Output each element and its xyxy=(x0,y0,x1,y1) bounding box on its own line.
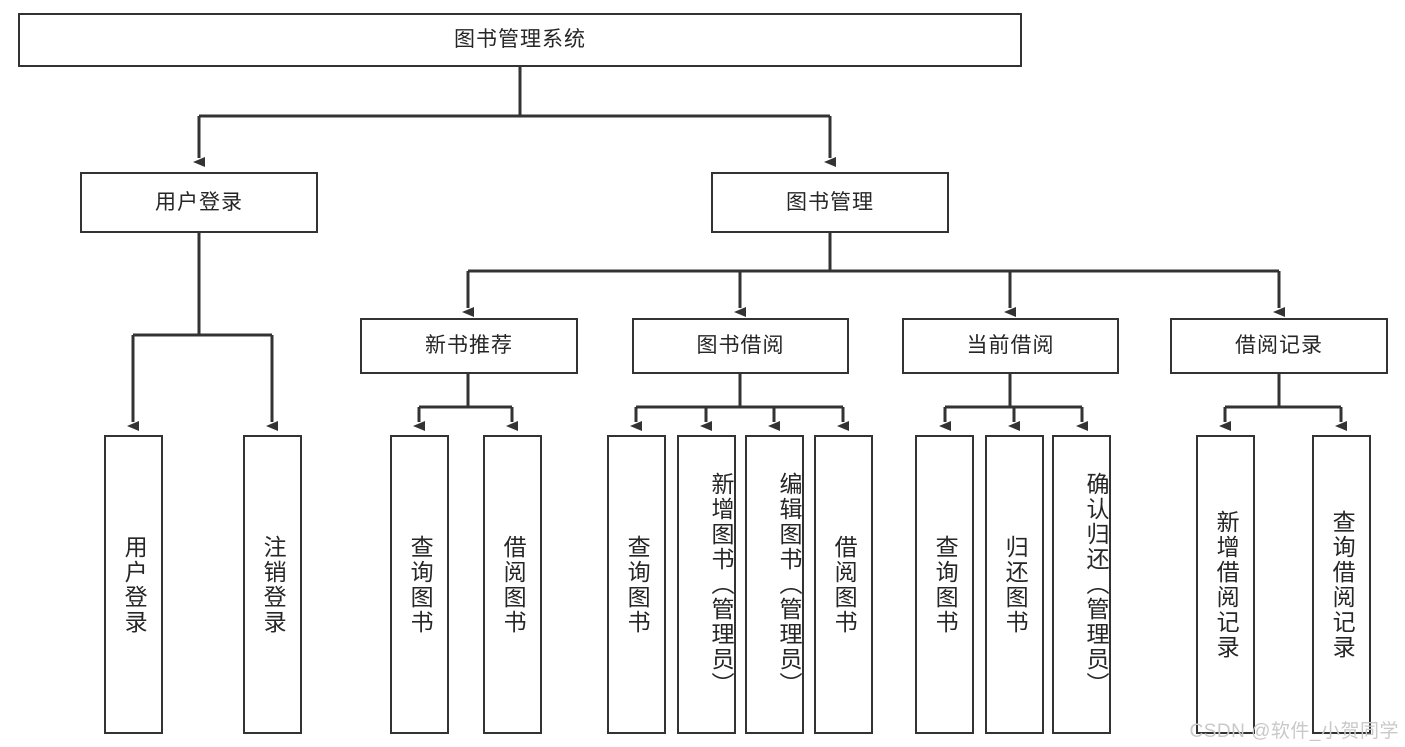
leaf-query-book-2[interactable]: 查询图书 xyxy=(607,435,666,734)
csdn-watermark: CSDN @软件_小贺同学 xyxy=(1189,721,1399,742)
leaf-query-book-3[interactable]: 查询图书 xyxy=(915,435,974,734)
node-book-manage-label: 图书管理 xyxy=(786,190,874,214)
leaf-query-record-label: 查询借阅记录 xyxy=(1329,509,1356,660)
leaf-user-login[interactable]: 用户登录 xyxy=(104,435,163,734)
leaf-add-record-label: 新增借阅记录 xyxy=(1213,509,1240,660)
leaf-query-record[interactable]: 查询借阅记录 xyxy=(1312,435,1371,734)
leaf-query-book-2-label: 查询图书 xyxy=(624,534,651,635)
node-book-borrow[interactable]: 图书借阅 xyxy=(632,318,849,374)
leaf-confirm-return-label: 确认归还（管理员） xyxy=(1083,472,1109,697)
leaf-borrow-book-2-label: 借阅图书 xyxy=(831,534,858,635)
leaf-query-book-3-label: 查询图书 xyxy=(932,534,959,635)
leaf-logout-label: 注销登录 xyxy=(260,534,287,635)
leaf-query-book-1[interactable]: 查询图书 xyxy=(390,435,449,734)
leaf-confirm-return[interactable]: 确认归还（管理员） xyxy=(1052,435,1111,734)
node-current-borrow[interactable]: 当前借阅 xyxy=(902,318,1119,374)
node-borrow-record-label: 借阅记录 xyxy=(1235,334,1323,358)
leaf-edit-book-label: 编辑图书（管理员） xyxy=(776,472,802,697)
node-root[interactable]: 图书管理系统 xyxy=(18,13,1022,67)
node-borrow-record[interactable]: 借阅记录 xyxy=(1170,318,1388,374)
node-user-login[interactable]: 用户登录 xyxy=(80,172,318,233)
node-book-borrow-label: 图书借阅 xyxy=(696,334,785,358)
leaf-add-book-label: 新增图书（管理员） xyxy=(708,472,734,697)
leaf-user-login-label: 用户登录 xyxy=(121,534,148,635)
node-current-borrow-label: 当前借阅 xyxy=(966,334,1055,358)
node-root-label: 图书管理系统 xyxy=(454,28,586,52)
leaf-edit-book[interactable]: 编辑图书（管理员） xyxy=(745,435,804,734)
node-user-login-label: 用户登录 xyxy=(155,190,243,214)
leaf-query-book-1-label: 查询图书 xyxy=(407,534,434,635)
node-book-manage[interactable]: 图书管理 xyxy=(711,172,949,233)
leaf-borrow-book-1-label: 借阅图书 xyxy=(500,534,527,635)
leaf-add-record[interactable]: 新增借阅记录 xyxy=(1196,435,1255,734)
leaf-logout[interactable]: 注销登录 xyxy=(243,435,302,734)
leaf-borrow-book-1[interactable]: 借阅图书 xyxy=(483,435,542,734)
leaf-return-book[interactable]: 归还图书 xyxy=(985,435,1044,734)
leaf-borrow-book-2[interactable]: 借阅图书 xyxy=(814,435,873,734)
leaf-return-book-label: 归还图书 xyxy=(1002,534,1029,635)
leaf-add-book[interactable]: 新增图书（管理员） xyxy=(677,435,736,734)
node-new-book-recommend-label: 新书推荐 xyxy=(425,334,513,358)
node-new-book-recommend[interactable]: 新书推荐 xyxy=(360,318,578,374)
